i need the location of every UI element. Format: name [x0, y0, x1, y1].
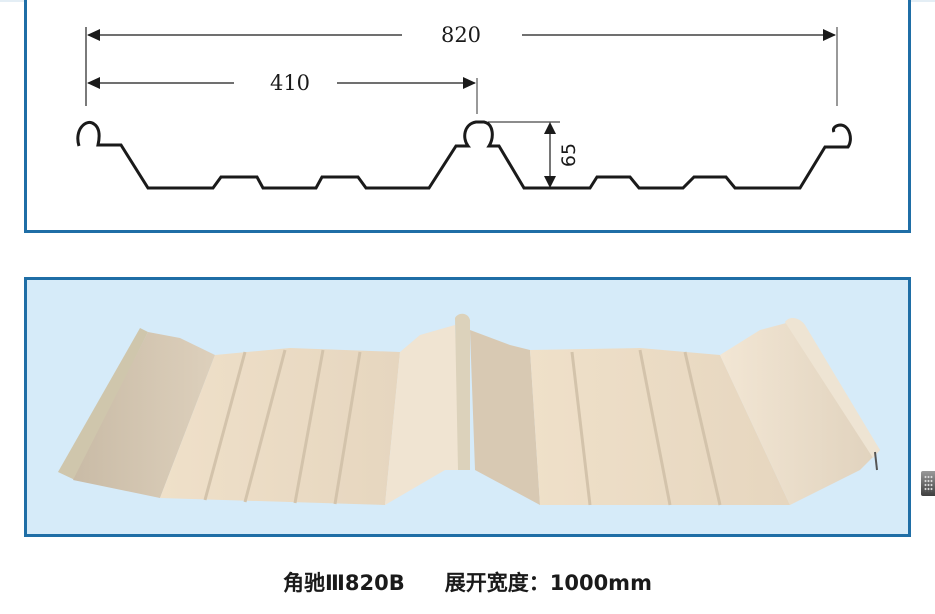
arrowhead-icon	[87, 29, 100, 41]
profile-drawing-panel: 820 410 65	[24, 0, 911, 233]
arrowhead-icon	[544, 122, 556, 134]
panel-profile-outline	[76, 120, 852, 190]
arrowhead-icon	[463, 77, 476, 89]
dimension-820: 820	[441, 23, 481, 47]
grid-handle-icon[interactable]	[921, 471, 935, 496]
arrowhead-icon	[544, 176, 556, 188]
product-photo-panel	[24, 277, 911, 537]
arrowhead-icon	[823, 29, 836, 41]
product-caption: 角驰Ⅲ820B 展开宽度：1000mm	[0, 567, 935, 597]
spread-width-value: 1000mm	[549, 571, 652, 595]
dimension-65: 65	[558, 143, 580, 167]
profile-drawing: 820 410 65	[76, 23, 852, 190]
arrowhead-icon	[87, 77, 100, 89]
spread-width-label: 展开宽度：	[444, 571, 550, 595]
dimension-410: 410	[270, 71, 310, 95]
product-model: 角驰Ⅲ820B	[283, 571, 405, 595]
